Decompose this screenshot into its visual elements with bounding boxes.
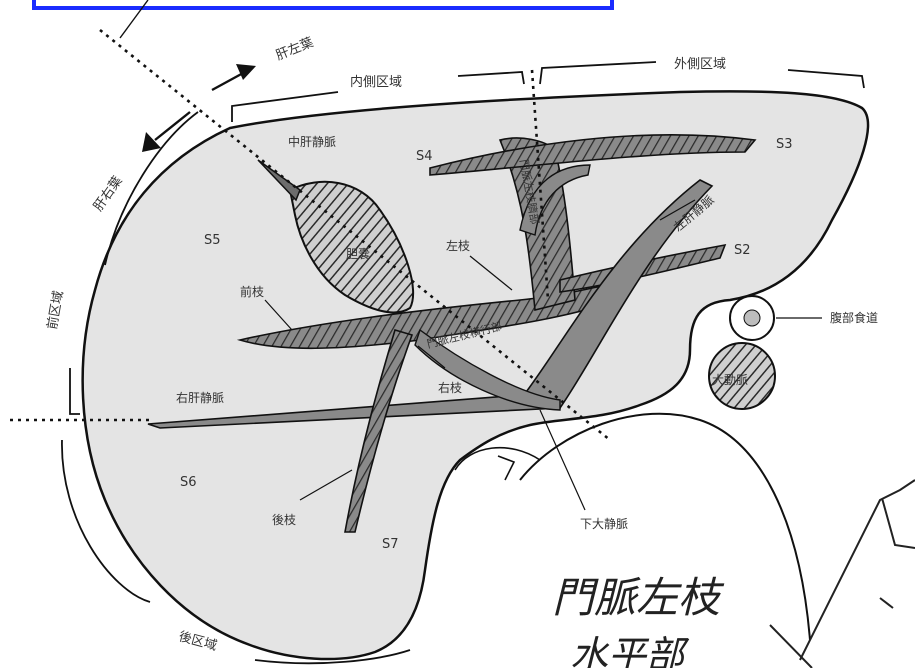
label-right-hepatic-vein: 右肝静脈 <box>176 390 224 405</box>
arrow-left-lobe-head <box>236 64 256 80</box>
label-medial-segment: 内側区域 <box>350 74 402 90</box>
label-middle-hepatic-vein: 中肝静脈 <box>288 134 336 149</box>
label-s2: S2 <box>734 243 751 258</box>
label-right-branch: 右枝 <box>438 380 462 395</box>
handwritten-mark <box>880 598 893 608</box>
arrow-right-lobe-head <box>142 132 161 152</box>
label-posterior-segment: 後区域 <box>177 629 219 654</box>
title-bar-fragment <box>34 0 612 8</box>
label-abdominal-esophagus: 腹部食道 <box>830 310 878 325</box>
bracket-lateral-right <box>788 70 864 88</box>
arrow-left-lobe <box>212 72 245 90</box>
label-ivc: 下大静脈 <box>580 517 628 531</box>
label-s4: S4 <box>416 149 433 164</box>
label-s6: S6 <box>180 475 197 490</box>
leader-ivc <box>540 410 585 510</box>
bracket-ivc <box>498 456 514 480</box>
handwritten-note-line1: 門脈左枝 <box>552 573 725 622</box>
label-aorta: 大動脈 <box>712 373 748 387</box>
esophagus-lumen <box>744 310 760 326</box>
label-anterior-branch: 前枝 <box>240 284 264 299</box>
label-left-branch: 左枝 <box>446 238 470 253</box>
label-left-lobe: 肝左葉 <box>274 35 316 64</box>
label-lateral-segment: 外側区域 <box>674 57 726 72</box>
label-s7: S7 <box>382 537 399 552</box>
handwritten-sketch <box>800 480 915 660</box>
label-s3: S3 <box>776 137 793 152</box>
bracket-anterior <box>70 368 80 414</box>
label-right-lobe: 肝右葉 <box>91 174 126 215</box>
label-gallbladder: 胆嚢 <box>346 246 370 261</box>
bracket-lateral <box>540 62 656 84</box>
label-anterior-segment: 前区域 <box>44 289 67 330</box>
label-posterior-branch: 後枝 <box>272 512 296 527</box>
label-s5: S5 <box>204 233 221 248</box>
bracket-medial-right <box>458 72 524 84</box>
handwritten-note-line2: 水平部 <box>570 633 690 668</box>
